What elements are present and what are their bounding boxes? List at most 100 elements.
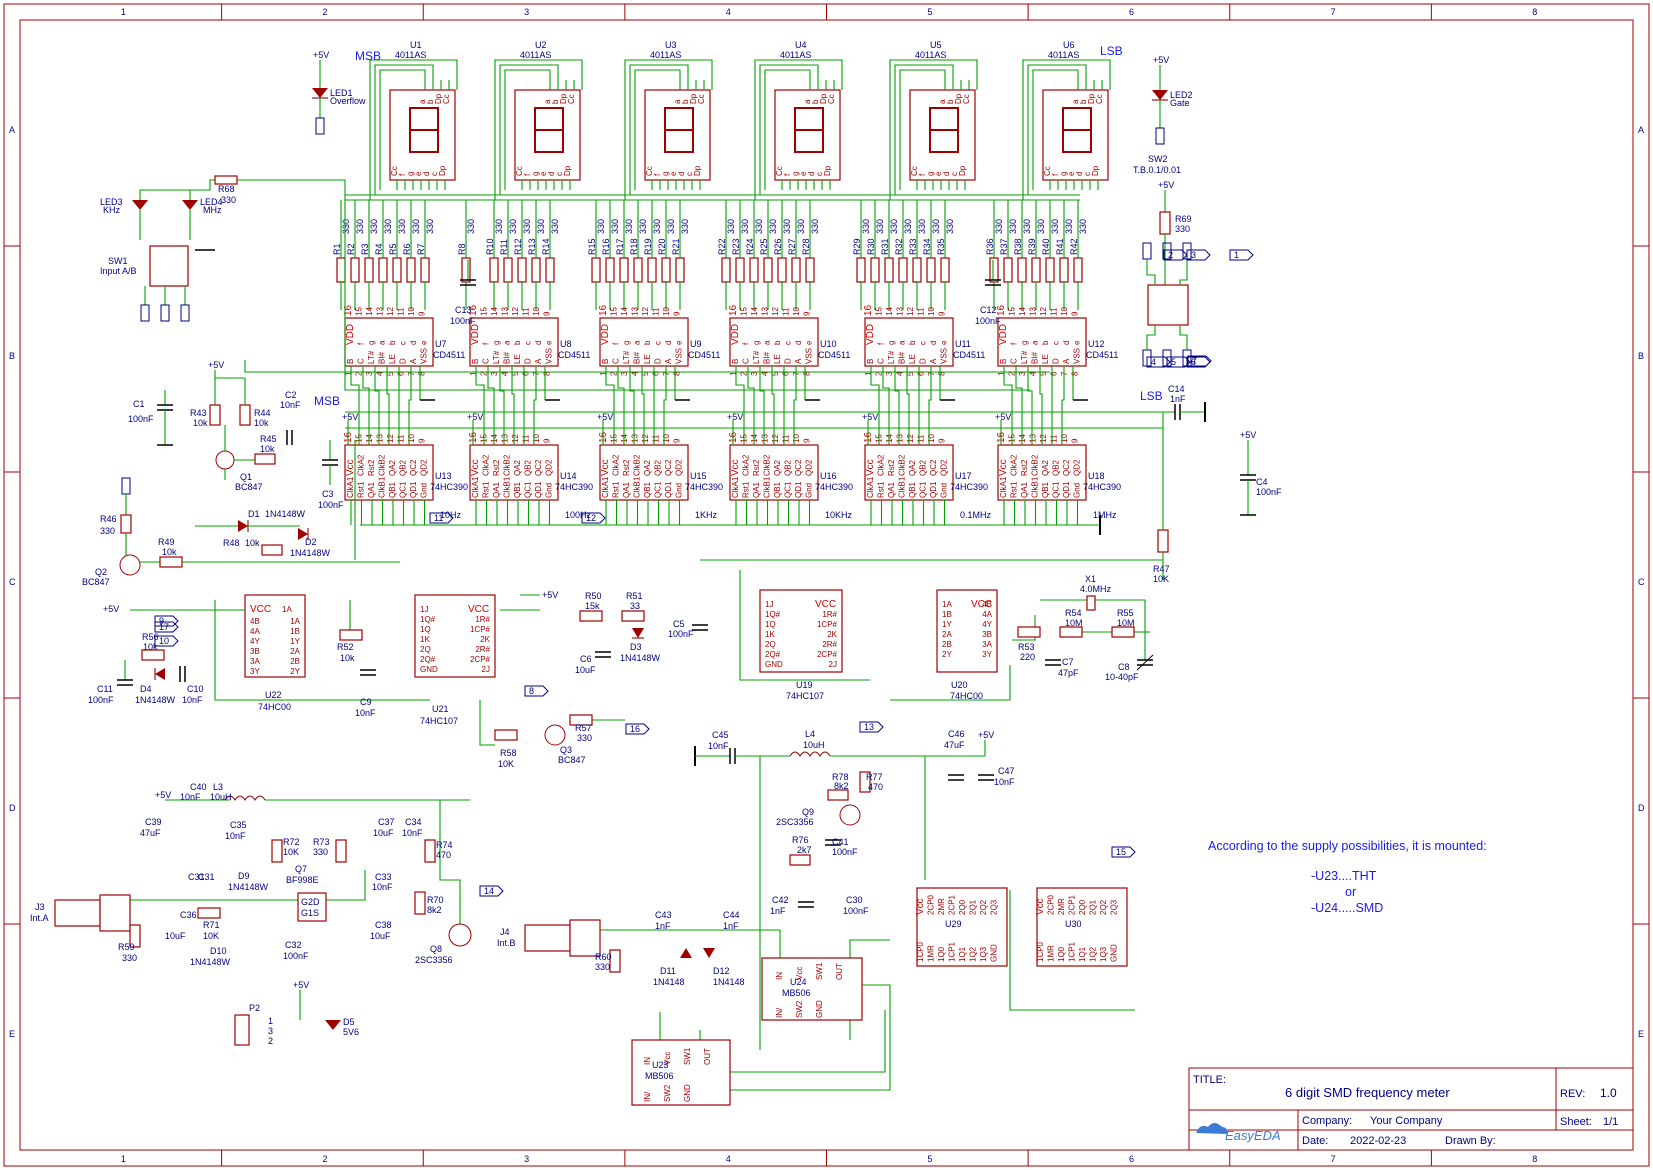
decoder-pin-name: LT#	[622, 350, 631, 364]
svg-text:10nF: 10nF	[280, 400, 301, 410]
bcd-wire	[735, 366, 745, 445]
gate-circuit-left: +5V R43 10k R44 10k C1 100nF C2 10nF R45…	[128, 360, 344, 510]
resistor-value: 330	[508, 219, 518, 234]
resistor-body	[605, 257, 615, 283]
resistor-body	[661, 257, 671, 283]
ic-pin-name: 1Q	[765, 620, 776, 629]
decoder-pin-name: LE	[513, 354, 522, 364]
r50-r51-d3: R50 15k R51 33 D3 1N4148W C6 10uF C5 100…	[575, 591, 708, 675]
counter-pin-name: ClkA1	[999, 476, 1008, 498]
counter-pin-number: 11	[917, 434, 926, 443]
decoder-pin-number: 5	[386, 371, 395, 376]
counter-pin-name: QD1	[794, 481, 803, 498]
svg-text:LED4: LED4	[200, 197, 223, 207]
display-wire	[889, 59, 978, 200]
svg-text:L4: L4	[805, 729, 815, 739]
resistor-value: 330	[1050, 219, 1060, 234]
decoder-pin-name: B	[471, 359, 480, 364]
bypass-caps-top: C13 100nF C12 100nF C14 1nF	[450, 260, 1206, 422]
display-pin: a	[803, 99, 812, 104]
display-pin: Cc	[390, 166, 399, 176]
resistor-body	[1031, 257, 1041, 283]
resistor-ref: R16	[601, 238, 611, 255]
decoder-pin-name: LE	[388, 354, 397, 364]
display-pin: Cc	[515, 166, 524, 176]
resistor-ref: R20	[657, 238, 667, 255]
decoder-part: CD4511	[818, 350, 850, 360]
bcd-wire	[663, 366, 667, 445]
display-pin: Cc	[910, 166, 919, 176]
counter-pin-name: QC2	[929, 459, 938, 476]
decoder-pin-name: LT#	[492, 350, 501, 364]
counter-pin-name: QB1	[643, 481, 652, 498]
wire	[326, 870, 366, 901]
decoder-pin-name: BI#	[633, 351, 642, 364]
svg-text:10nF: 10nF	[355, 708, 376, 718]
vcc-label: +5V	[727, 412, 743, 422]
svg-text:R72: R72	[283, 837, 300, 847]
resistor-body	[461, 257, 471, 283]
svg-text:2022-02-23: 2022-02-23	[1350, 1135, 1406, 1147]
net-flag-label: 14	[484, 886, 494, 896]
decoder-pin-name: LT#	[367, 350, 376, 364]
svg-text:VCC: VCC	[468, 604, 489, 615]
ic-pin-name: 1Q0	[937, 946, 946, 962]
resistor-value: 330	[1022, 219, 1032, 234]
ic-pin-name: 1R#	[822, 610, 837, 619]
net-flag: 10	[154, 635, 179, 647]
svg-text:C2: C2	[285, 390, 297, 400]
svg-text:C4: C4	[1256, 477, 1268, 487]
svg-text:C10: C10	[187, 684, 204, 694]
svg-text:R50: R50	[585, 591, 602, 601]
counter-pin-number: 11	[1050, 434, 1059, 443]
decoder-pin-number: 5	[906, 371, 915, 376]
display-part: 4011AS	[780, 50, 811, 60]
grid-row-label: D	[1638, 803, 1645, 813]
counter-pin-name: ClkB1	[898, 476, 907, 498]
display-pin: Cc	[1095, 94, 1104, 104]
decoder-pin-number: 9	[543, 311, 552, 316]
resistor-ref: R22	[717, 238, 727, 255]
counter-pin-number: 13	[1029, 434, 1038, 443]
counter-pin-name: QA1	[752, 481, 761, 498]
counter-pin-name: ClkA2	[742, 454, 751, 476]
counter-pin-name: QC2	[664, 459, 673, 476]
decoder-pin-number: 13	[1029, 307, 1038, 316]
counter-pin-number: 10	[662, 434, 671, 443]
display-pin: g	[926, 172, 935, 176]
display-wire	[1027, 64, 1087, 195]
svg-text:C41: C41	[832, 837, 849, 847]
ic-pin-name: 1J	[765, 600, 773, 609]
resistor-value: 330	[1064, 219, 1074, 234]
decoder-pin-name: D	[654, 358, 663, 364]
bcd-wire	[894, 366, 900, 445]
counter-part: 74HC390	[430, 482, 468, 492]
decoder-part: CD4511	[1086, 350, 1118, 360]
resistor-ref: R38	[1013, 238, 1023, 255]
resistor-value: 330	[754, 219, 764, 234]
counter-body	[729, 444, 819, 501]
decoder-pin-name: d	[664, 341, 673, 345]
ic-pin-name: 1MR	[927, 945, 936, 962]
display-wire	[1032, 69, 1079, 190]
svg-text:1N4148W: 1N4148W	[620, 653, 661, 663]
ic-pin-name: 2CP1	[1068, 894, 1077, 915]
bcd-wire	[1027, 366, 1033, 445]
decoder-pin-number: 8	[803, 371, 812, 376]
display-wire	[624, 59, 713, 200]
resistor-ref: R15	[587, 238, 597, 255]
svg-text:Input A/B: Input A/B	[100, 266, 137, 276]
counter-pin-name: Rst2	[367, 459, 376, 476]
decoder-pin-number: 16	[343, 304, 354, 316]
svg-text:C8: C8	[1118, 662, 1130, 672]
svg-text:10K: 10K	[1153, 574, 1169, 584]
resistor-ref: R21	[671, 238, 681, 255]
decoder-pin-number: 2	[355, 371, 364, 376]
counter-pin-name: Gnd	[675, 483, 684, 498]
display-pin: g	[406, 172, 415, 176]
ic-pin-name: 1B	[942, 610, 952, 619]
net-flag-label: 13	[864, 722, 874, 732]
